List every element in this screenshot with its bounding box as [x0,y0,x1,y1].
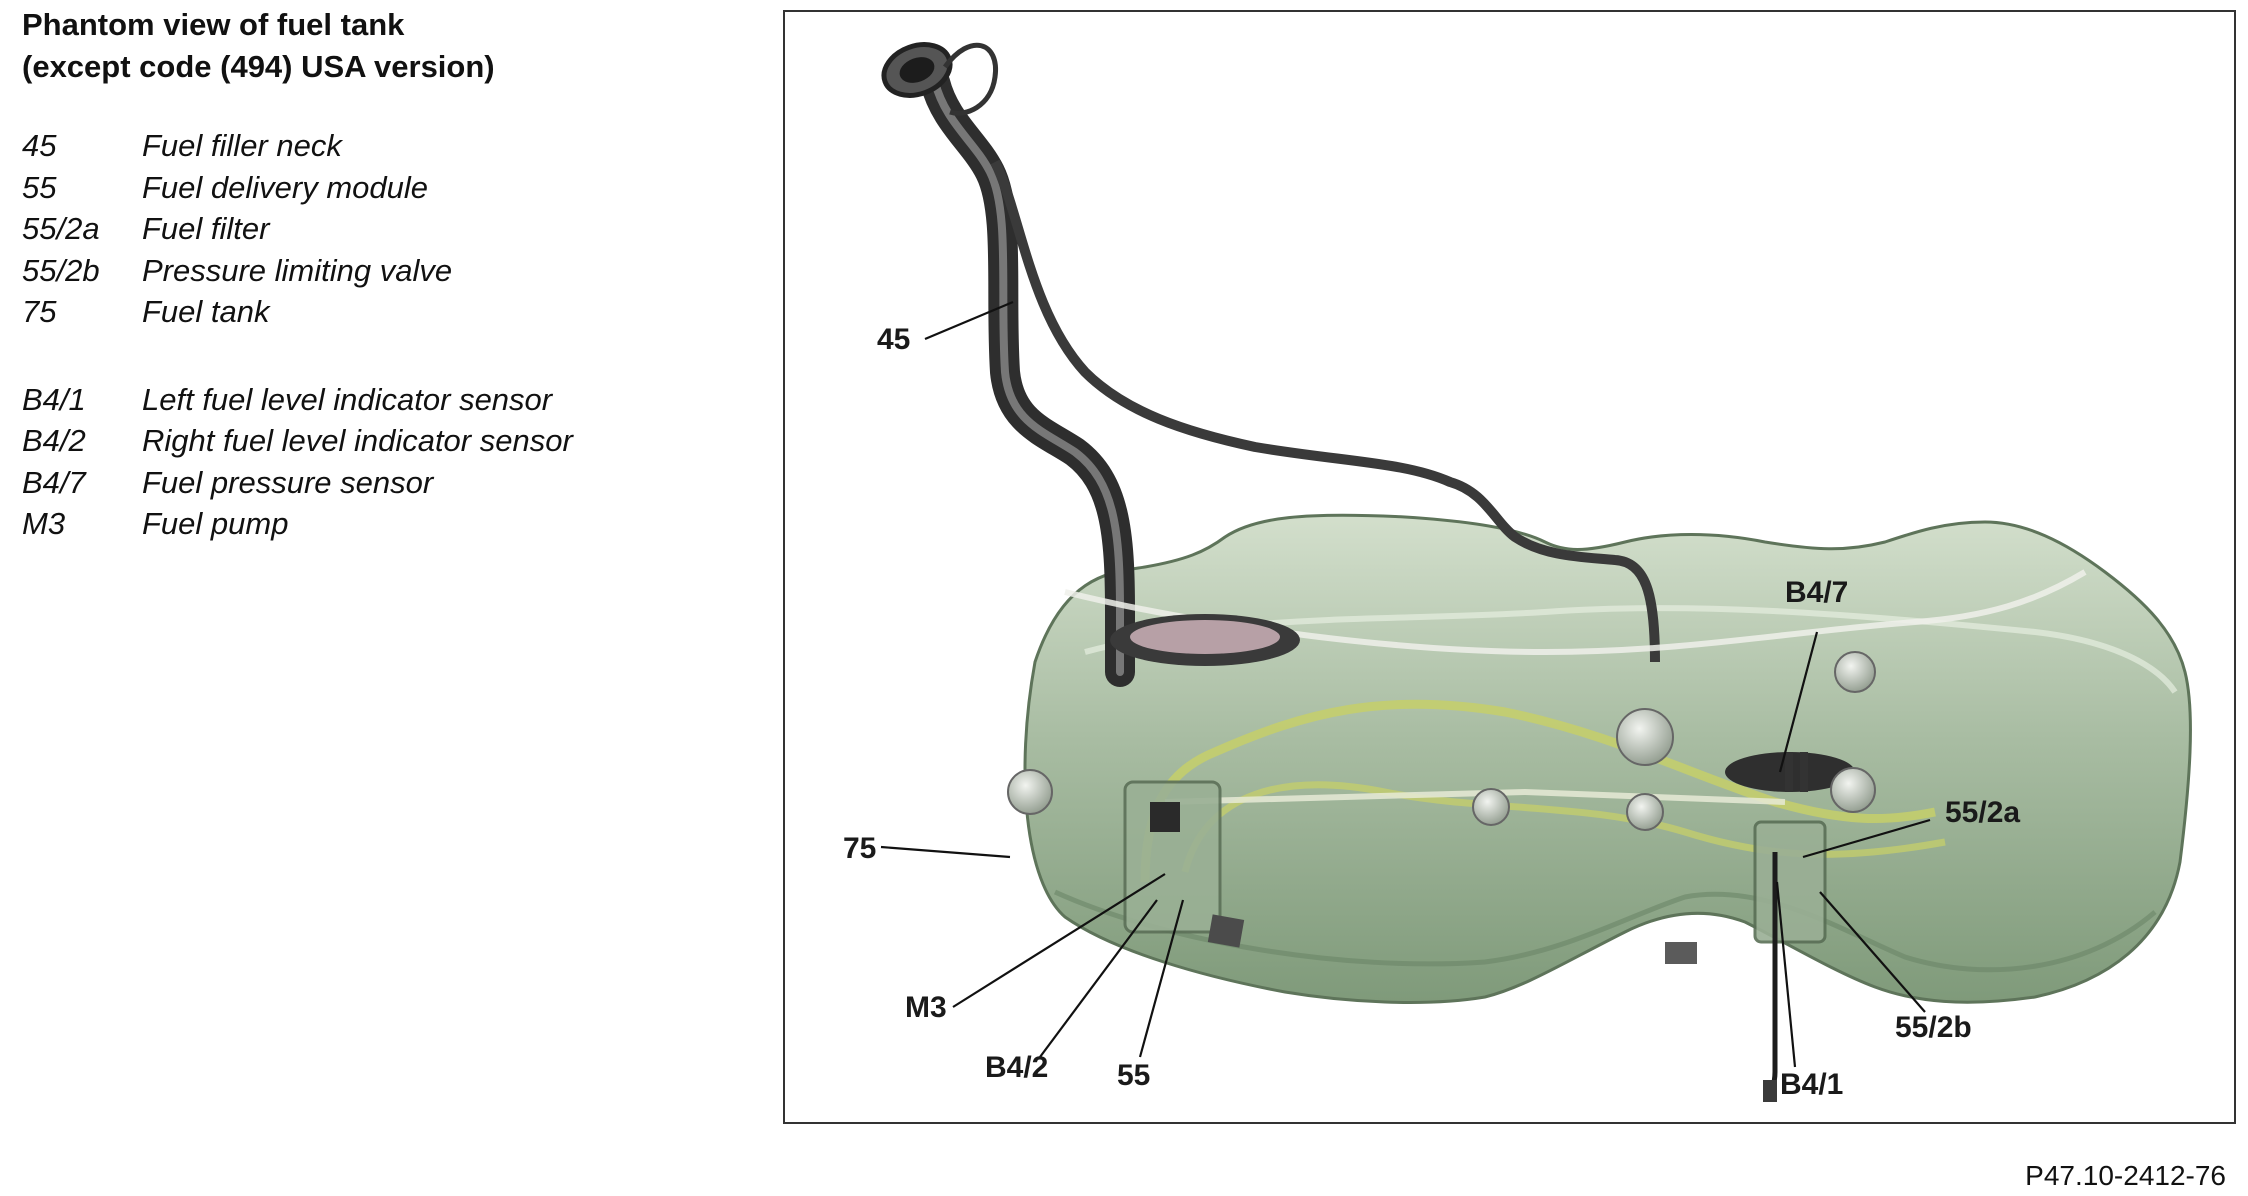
legend-row: 45 Fuel filler neck [22,125,573,167]
diagram-frame: 45 75 M3 B4/2 55 55/2a 55/2b B4/1 B4/7 [783,10,2236,1124]
legend-code: 55 [22,169,57,205]
legend-row: B4/2 Right fuel level indicator sensor [22,420,573,462]
label-b4-1: B4/1 [1780,1068,1843,1101]
legend-desc: Fuel tank [142,294,270,329]
legend-desc: Fuel pressure sensor [142,464,434,500]
legend-code: B4/7 [22,464,86,500]
legend-row: 75 Fuel tank [22,291,573,333]
legend-code: M3 [22,506,66,541]
label-m3: M3 [905,991,947,1024]
fuel-tank-illustration: 45 75 M3 B4/2 55 55/2a 55/2b B4/1 B4/7 [843,42,2192,1103]
legend-row: B4/7 Fuel pressure sensor [22,462,573,504]
valve-caps [1007,651,1876,831]
legend-desc: Pressure limiting valve [142,252,453,288]
legend-desc: Fuel filler neck [142,128,342,163]
parts-legend: 45 Fuel filler neck 55 Fuel delivery modul… [22,125,573,545]
fuel-filler-neck [881,42,1135,687]
label-55-2b: 55/2b [1895,1011,1972,1044]
legend-desc: Fuel pump [142,506,289,541]
leader-lines [880,300,1931,1068]
legend-row: 55/2b Pressure limiting valve [22,250,573,292]
label-75: 75 [843,832,876,865]
legend-desc: Fuel delivery module [142,169,429,205]
legend-row: 55/2a Fuel filter [22,208,573,250]
fuel-filter-module [1665,752,1855,1103]
legend-code: B4/1 [22,381,86,417]
heading-title: Phantom view of fuel tank [22,7,405,42]
legend-desc: Right fuel level indicator sensor [142,423,573,458]
label-b4-7: B4/7 [1785,576,1848,609]
figure-reference: P47.10-2412-76 [2025,1160,2226,1191]
legend-row: 55 Fuel delivery module [22,167,573,209]
label-55: 55 [1117,1059,1150,1092]
vent-line [990,159,1660,663]
legend-code: 55/2b [22,252,100,288]
label-b4-2: B4/2 [985,1051,1048,1084]
legend-code: 55/2a [22,211,100,246]
label-55-2a: 55/2a [1945,796,2020,829]
legend-code: B4/2 [22,423,86,458]
legend-row: B4/1 Left fuel level indicator sensor [22,379,573,421]
legend-desc: Fuel filter [142,211,270,246]
diagram-heading: Phantom view of fuel tank (except code (… [22,4,495,88]
legend-code: 75 [22,294,57,329]
fuel-delivery-module [1110,614,1300,948]
heading-subtitle: (except code (494) USA version) [22,49,495,84]
legend-code: 45 [22,128,57,163]
legend-row: M3 Fuel pump [22,503,573,545]
label-45: 45 [877,323,910,356]
legend-desc: Left fuel level indicator sensor [142,381,553,417]
